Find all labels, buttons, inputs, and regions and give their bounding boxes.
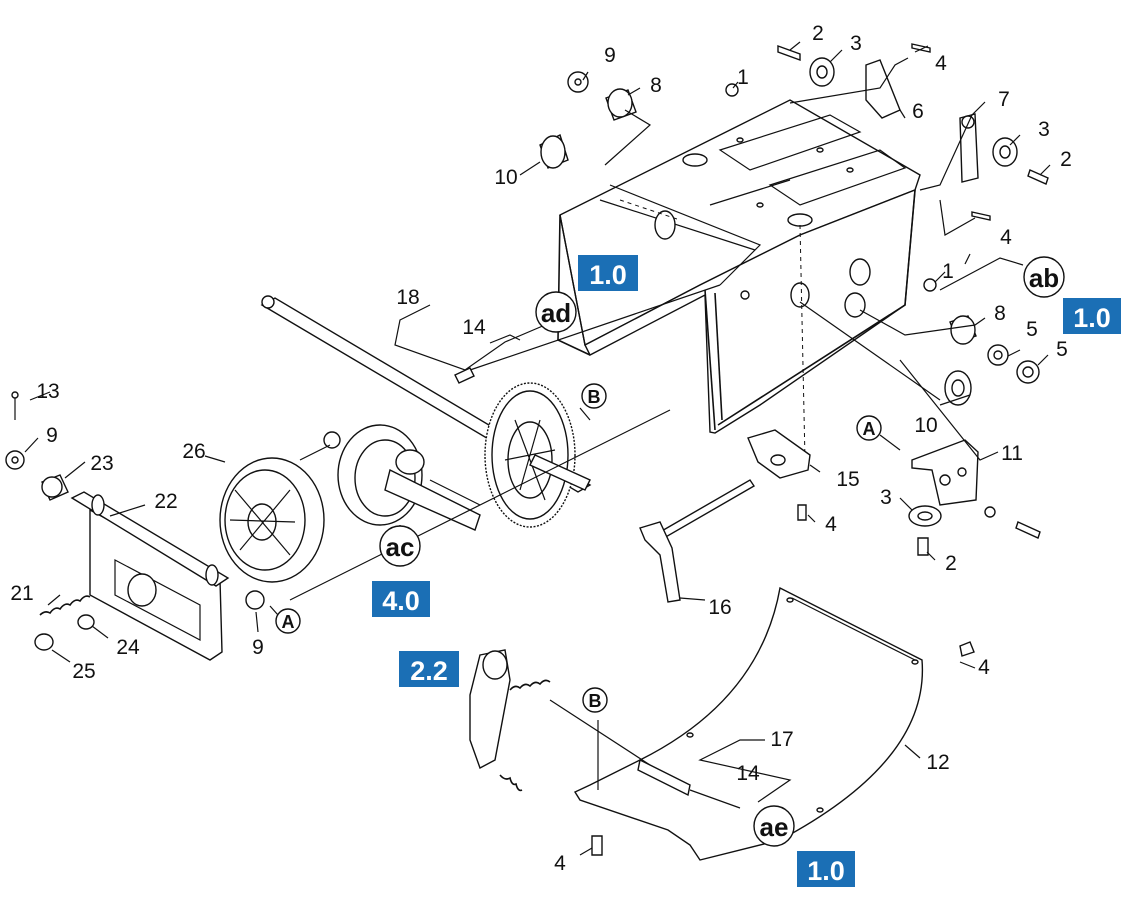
connector-a-left-label: A <box>282 612 295 632</box>
part-label: 3 <box>880 486 892 509</box>
part-label: 3 <box>850 32 862 55</box>
connector-circles: ad ab ac ae A A B B <box>275 256 1065 847</box>
part-label: 17 <box>770 728 793 751</box>
connector-ab: ab <box>1023 256 1065 298</box>
part-label: 24 <box>116 636 140 659</box>
connector-ad-label: ad <box>541 298 571 328</box>
section-ref-2-2-label: 2.2 <box>410 656 448 686</box>
section-ref-2-2: 2.2 <box>399 651 459 687</box>
part-label: 9 <box>252 636 264 659</box>
part-label: 18 <box>396 286 419 309</box>
section-ref-1-0-top-label: 1.0 <box>589 260 627 290</box>
part-label: 7 <box>998 88 1010 111</box>
wheel <box>219 457 325 583</box>
large-gear <box>484 382 591 528</box>
connector-b-top-label: B <box>588 387 601 407</box>
part-label: 1 <box>942 260 954 283</box>
part-label: 22 <box>154 490 177 513</box>
part-label: 25 <box>72 660 95 683</box>
part-label: 4 <box>825 513 837 536</box>
connector-a-right-label: A <box>863 419 876 439</box>
part-label: 4 <box>554 852 566 875</box>
part-label: 2 <box>1060 148 1072 171</box>
connector-ab-label: ab <box>1029 263 1059 293</box>
part-label: 5 <box>1026 318 1038 341</box>
connector-ae: ae <box>753 805 795 847</box>
section-ref-1-0-bottom-label: 1.0 <box>807 856 845 886</box>
connector-a-left: A <box>275 608 301 634</box>
connector-a-right: A <box>856 415 882 441</box>
part-label: 4 <box>1000 226 1012 249</box>
part-label: 10 <box>914 414 937 437</box>
part-label: 14 <box>736 762 760 785</box>
part-label: 16 <box>708 596 731 619</box>
hub-assembly <box>299 424 481 531</box>
axle-plate <box>70 491 230 661</box>
left-small-parts <box>5 391 265 651</box>
part-label: 8 <box>650 74 662 97</box>
part-label: 10 <box>494 166 517 189</box>
part-label: 5 <box>1056 338 1068 361</box>
part-label: 11 <box>1001 442 1023 465</box>
part-label: 2 <box>812 22 824 45</box>
connector-ae-label: ae <box>760 812 789 842</box>
part-label: 12 <box>926 751 949 774</box>
section-ref-4-0-label: 4.0 <box>382 586 420 616</box>
part-label: 26 <box>182 440 205 463</box>
part-label: 4 <box>935 52 947 75</box>
section-ref-1-0-right-label: 1.0 <box>1073 303 1111 333</box>
part-label: 1 <box>737 66 749 89</box>
right-side-parts <box>908 315 1041 556</box>
part-label: 9 <box>46 424 58 447</box>
part-label: 15 <box>836 468 859 491</box>
connector-ac-label: ac <box>386 532 415 562</box>
section-reference-boxes: 1.0 1.0 4.0 2.2 1.0 <box>372 255 1121 887</box>
section-ref-1-0-top: 1.0 <box>578 255 638 291</box>
curved-plate <box>573 586 975 861</box>
connector-ac: ac <box>379 525 421 567</box>
leader-lines <box>24 41 1051 856</box>
section-ref-1-0-bottom: 1.0 <box>797 851 855 887</box>
part-label: 2 <box>945 552 957 575</box>
part-label: 23 <box>90 452 113 475</box>
connector-b-bottom-label: B <box>589 691 602 711</box>
part-label: 14 <box>462 316 486 339</box>
section-ref-4-0: 4.0 <box>372 581 430 617</box>
part-label: 9 <box>604 44 616 67</box>
cable-assembly <box>289 284 741 809</box>
part-label: 4 <box>978 656 990 679</box>
connector-ad: ad <box>535 291 577 333</box>
section-ref-1-0-right: 1.0 <box>1063 298 1121 334</box>
part-label: 13 <box>36 380 59 403</box>
part-label: 21 <box>10 582 33 605</box>
connector-b-bottom: B <box>582 687 608 713</box>
lever-assembly <box>639 429 811 603</box>
part-label: 8 <box>994 302 1006 325</box>
connector-b-top: B <box>581 383 607 409</box>
part-number-labels: 2 3 4 9 8 1 6 7 3 2 10 4 1 18 14 8 5 5 1… <box>10 22 1072 875</box>
part-label: 3 <box>1038 118 1050 141</box>
housing-frame <box>557 99 921 461</box>
part-label: 6 <box>912 100 924 123</box>
